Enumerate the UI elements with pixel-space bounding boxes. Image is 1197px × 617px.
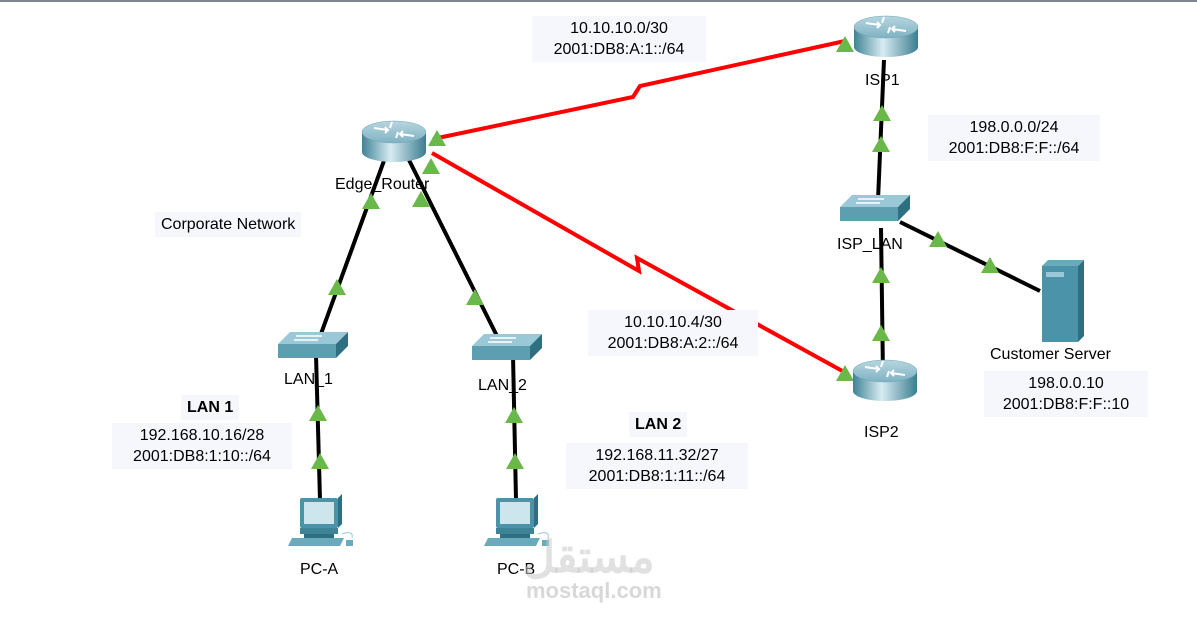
note-ipv4: 198.0.0.10 [1028,375,1104,392]
link-up-indicator [872,136,890,152]
lan2-label: LAN_2 [478,377,527,394]
lan1-switch-icon[interactable] [277,331,349,359]
edge-router-router-icon[interactable] [361,120,427,163]
note-ipv6: 2001:DB8:A:2::/64 [607,335,739,352]
note-lan1: 192.168.10.16/28 2001:DB8:1:10::/64 [112,423,292,469]
note-ipv6: 2001:DB8:F:F::/64 [948,140,1080,157]
note-ipv4: 198.0.0.0/24 [969,119,1059,136]
customer-server-label: Customer Server [990,346,1111,363]
note-ipv6: 2001:DB8:F:F::10 [1002,396,1130,413]
ethernet-link-lan2-pcb[interactable] [511,354,518,501]
link-up-indicator [311,453,329,469]
link-up-indicator [873,105,891,121]
note-ipv6: 2001:DB8:1:11::/64 [588,468,726,485]
isp-lan-switch-icon[interactable] [839,194,911,222]
note-corporate-network: Corporate Network [155,212,302,237]
pc-a-pc-icon[interactable] [287,493,354,547]
link-up-indicator [309,405,327,421]
isp2-router-icon[interactable] [852,359,918,402]
link-up-indicator [328,279,346,295]
link-up-indicator [466,289,484,305]
ethernet-link-edge-lan2[interactable] [406,157,502,343]
isp-lan-label: ISP_LAN [837,236,903,253]
edge-router-label: Edge_Router [335,176,430,193]
customer-server-server-icon[interactable] [1042,260,1084,342]
pc-a-label: PC-A [300,561,339,578]
window-top-border [0,0,1197,2]
note-ipv4: 10.10.10.0/30 [570,20,668,37]
note-ipv4: 10.10.10.4/30 [624,314,722,331]
note-lan1-title: LAN 1 [181,395,240,420]
note-lan2: 192.168.11.32/27 2001:DB8:1:11::/64 [566,443,748,489]
ethernet-link-lan1-pca[interactable] [314,354,322,501]
note-ipv4: 192.168.10.16/28 [139,427,265,444]
ethernet-link-edge-lan1[interactable] [316,157,387,343]
isp1-router-icon[interactable] [853,15,919,58]
note-customer-server: 198.0.0.10 2001:DB8:F:F::10 [984,371,1148,417]
ethernet-link-isp2-isplan[interactable] [879,227,885,376]
note-ipv4: 192.168.11.32/27 [595,447,719,464]
lan1-label: LAN_1 [284,371,333,388]
link-up-indicator [506,453,524,469]
serial-link-edge-isp1[interactable] [432,39,846,141]
note-ipv6: 2001:DB8:1:10::/64 [133,448,271,465]
pc-b-label: PC-B [497,561,536,578]
note-link-isp2: 10.10.10.4/30 2001:DB8:A:2::/64 [588,310,758,356]
isp1-label: ISP1 [865,72,900,89]
link-up-indicator [872,325,890,341]
link-up-indicator [505,407,523,423]
watermark-arabic: مستقل [523,533,655,582]
lan2-switch-icon[interactable] [471,333,543,361]
note-link-isp1: 10.10.10.0/30 2001:DB8:A:1::/64 [532,16,706,62]
note-text: Corporate Network [161,216,296,233]
link-up-indicator [872,267,890,283]
ethernet-link-isp1-isplan[interactable] [876,59,886,201]
note-lan2-title: LAN 2 [629,412,688,437]
ethernet-link-isplan-server[interactable] [899,220,1041,293]
link-up-indicator [362,193,380,209]
note-isp-lan: 198.0.0.0/24 2001:DB8:F:F::/64 [928,115,1100,161]
link-up-indicator [422,158,440,174]
isp2-label: ISP2 [864,424,899,441]
note-ipv6: 2001:DB8:A:1::/64 [553,41,685,58]
watermark-text: mostaql.com [526,578,662,603]
